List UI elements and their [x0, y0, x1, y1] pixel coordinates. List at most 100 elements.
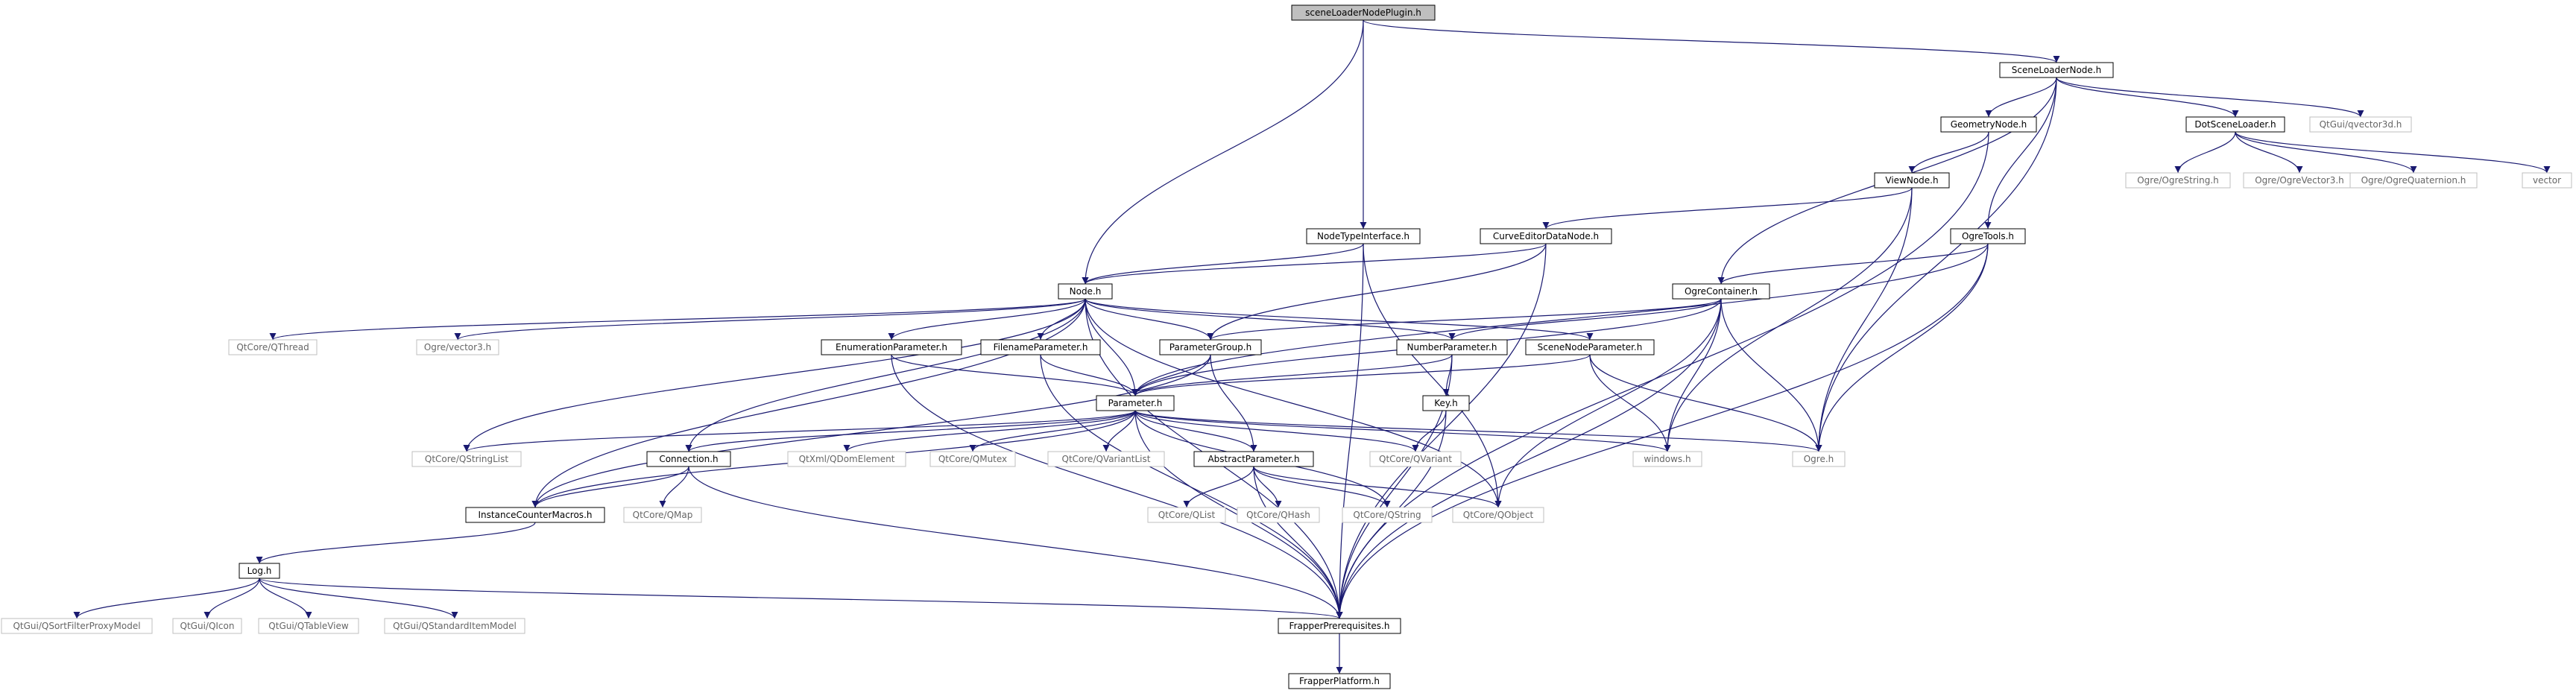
node-box: [465, 507, 605, 523]
edge-ogre-container-to-parameter-group: [1207, 298, 1722, 341]
node-key-h[interactable]: Key.h: [1422, 395, 1470, 411]
node-qsort-filter-proxy-model: QtGui/QSortFilterProxyModel: [1, 618, 153, 634]
node-scene-node-parameter[interactable]: SceneNodeParameter.h: [1525, 339, 1655, 355]
node-box: [1874, 172, 1950, 189]
node-box: [1288, 673, 1391, 689]
node-frapper-platform[interactable]: FrapperPlatform.h: [1288, 673, 1391, 689]
node-scene-loader-node-plugin[interactable]: sceneLoaderNodePlugin.h: [1291, 4, 1436, 21]
edge-ogre-container-to-windows-h: [1664, 298, 1722, 452]
edge-parameter-group-to-instance-counter-macros: [531, 354, 1211, 508]
edge-connection-h-to-qmap: [659, 466, 689, 508]
edge-log-h-to-qicon: [203, 578, 260, 619]
node-label: QtCore/QMap: [633, 510, 693, 520]
node-parameter-group[interactable]: ParameterGroup.h: [1159, 339, 1262, 355]
node-label: Node.h: [1070, 286, 1102, 297]
node-ogre-tools[interactable]: OgreTools.h: [1950, 228, 2026, 244]
node-node-h[interactable]: Node.h: [1058, 283, 1113, 300]
node-label: CurveEditorDataNode.h: [1493, 231, 1599, 241]
node-curve-editor-data-node[interactable]: CurveEditorDataNode.h: [1480, 228, 1612, 244]
node-qvariant: QtCore/QVariant: [1369, 451, 1462, 467]
node-box: [1525, 339, 1655, 355]
edge-node-h-to-ogrevector3: [454, 298, 1086, 341]
node-box: [1096, 395, 1175, 411]
nodes-layer: sceneLoaderNodePlugin.hSceneLoaderNode.h…: [1, 4, 2572, 689]
edge-ogre-tools-to-frapper-prerequisites: [1336, 243, 1989, 619]
node-frapper-prerequisites[interactable]: FrapperPrerequisites.h: [1278, 618, 1401, 634]
node-label: Log.h: [247, 566, 272, 576]
node-box: [411, 451, 522, 467]
node-label: QtCore/QMutex: [938, 454, 1007, 464]
node-box: [980, 339, 1101, 355]
node-label: GeometryNode.h: [1951, 119, 2027, 130]
node-label: QtGui/QTableView: [268, 621, 349, 631]
node-qmutex: QtCore/QMutex: [929, 451, 1016, 467]
edge-abstract-parameter-to-qhash: [1253, 466, 1282, 508]
edge-ogre-container-to-qobject: [1494, 298, 1722, 508]
edge-number-parameter-to-frapper-prerequisites: [1336, 354, 1453, 619]
node-connection-h[interactable]: Connection.h: [646, 451, 731, 467]
edge-node-h-to-connection-h: [685, 298, 1086, 452]
edge-parameter-group-to-abstract-parameter: [1210, 354, 1257, 452]
node-qtable-view: QtGui/QTableView: [258, 618, 359, 634]
edge-ogre-container-to-frapper-prerequisites: [1336, 298, 1722, 619]
edge-scene-node-parameter-to-parameter-h: [1131, 354, 1591, 396]
node-qobject: QtCore/QObject: [1452, 507, 1544, 523]
edge-view-node-to-windows-h: [1664, 187, 1913, 452]
edge-node-h-to-enumeration-parameter: [888, 298, 1086, 341]
node-box: [1792, 451, 1846, 467]
edge-geometry-node-to-frapper-prerequisites: [1336, 131, 1989, 619]
node-log-h[interactable]: Log.h: [239, 563, 280, 579]
edge-number-parameter-to-parameter-h: [1131, 354, 1453, 396]
node-qstring: QtCore/QString: [1342, 507, 1433, 523]
node-label: Ogre/vector3.h: [424, 342, 491, 352]
node-instance-counter-macros[interactable]: InstanceCounterMacros.h: [465, 507, 605, 523]
edge-view-node-to-curve-editor-data-node: [1542, 187, 1913, 230]
edge-ogre-container-to-number-parameter: [1448, 298, 1722, 341]
edge-node-h-to-qstring-list: [463, 298, 1086, 452]
node-box: [1291, 4, 1436, 21]
node-parameter-h[interactable]: Parameter.h: [1096, 395, 1175, 411]
edge-log-h-to-frapper-prerequisites: [259, 578, 1342, 619]
node-filename-parameter[interactable]: FilenameParameter.h: [980, 339, 1101, 355]
node-box: [821, 339, 962, 355]
node-node-type-interface[interactable]: NodeTypeInterface.h: [1306, 228, 1421, 244]
node-label: QtGui/QSortFilterProxyModel: [13, 621, 140, 631]
node-box: [1047, 451, 1165, 467]
edge-view-node-to-ogre-h: [1815, 187, 1913, 452]
node-label: QtCore/QVariantList: [1062, 454, 1151, 464]
node-label: ViewNode.h: [1885, 175, 1938, 186]
node-abstract-parameter[interactable]: AbstractParameter.h: [1193, 451, 1314, 467]
node-view-node[interactable]: ViewNode.h: [1874, 172, 1950, 189]
edge-node-h-to-scene-node-parameter: [1085, 298, 1594, 341]
node-label: OgreTools.h: [1962, 231, 2014, 241]
node-box: [1278, 618, 1401, 634]
edge-parameter-h-to-windows-h: [1134, 410, 1671, 452]
node-label: Ogre.h: [1804, 454, 1834, 464]
node-box: [1672, 283, 1770, 300]
node-dot-scene-loader[interactable]: DotSceneLoader.h: [2185, 116, 2285, 133]
edge-curve-editor-data-node-to-parameter-group: [1207, 243, 1547, 341]
node-qmap: QtCore/QMap: [623, 507, 702, 523]
edge-ogre-tools-to-ogre-container: [1717, 243, 1989, 285]
node-number-parameter[interactable]: NumberParameter.h: [1396, 339, 1508, 355]
node-box: [1480, 228, 1612, 244]
node-label: AbstractParameter.h: [1208, 454, 1299, 464]
node-box: [258, 618, 359, 634]
node-box: [787, 451, 906, 467]
node-scene-loader-node[interactable]: SceneLoaderNode.h: [1999, 62, 2114, 78]
node-label: vector: [2533, 175, 2561, 186]
node-qstring-list: QtCore/QStringList: [411, 451, 522, 467]
edge-ogre-tools-to-parameter-h: [1131, 243, 1989, 396]
node-box: [1237, 507, 1320, 523]
node-geometry-node[interactable]: GeometryNode.h: [1940, 116, 2037, 133]
node-ogre-string: Ogre/OgreString.h: [2125, 172, 2231, 189]
node-enumeration-parameter[interactable]: EnumerationParameter.h: [821, 339, 962, 355]
node-ogre-container[interactable]: OgreContainer.h: [1672, 283, 1770, 300]
edge-filename-parameter-to-parameter-h: [1040, 354, 1139, 396]
node-label: SceneNodeParameter.h: [1538, 342, 1643, 352]
node-box: [416, 339, 499, 355]
node-label: QtGui/QIcon: [180, 621, 235, 631]
edge-connection-h-to-instance-counter-macros: [531, 466, 689, 508]
edge-node-h-to-qthread: [269, 298, 1086, 341]
